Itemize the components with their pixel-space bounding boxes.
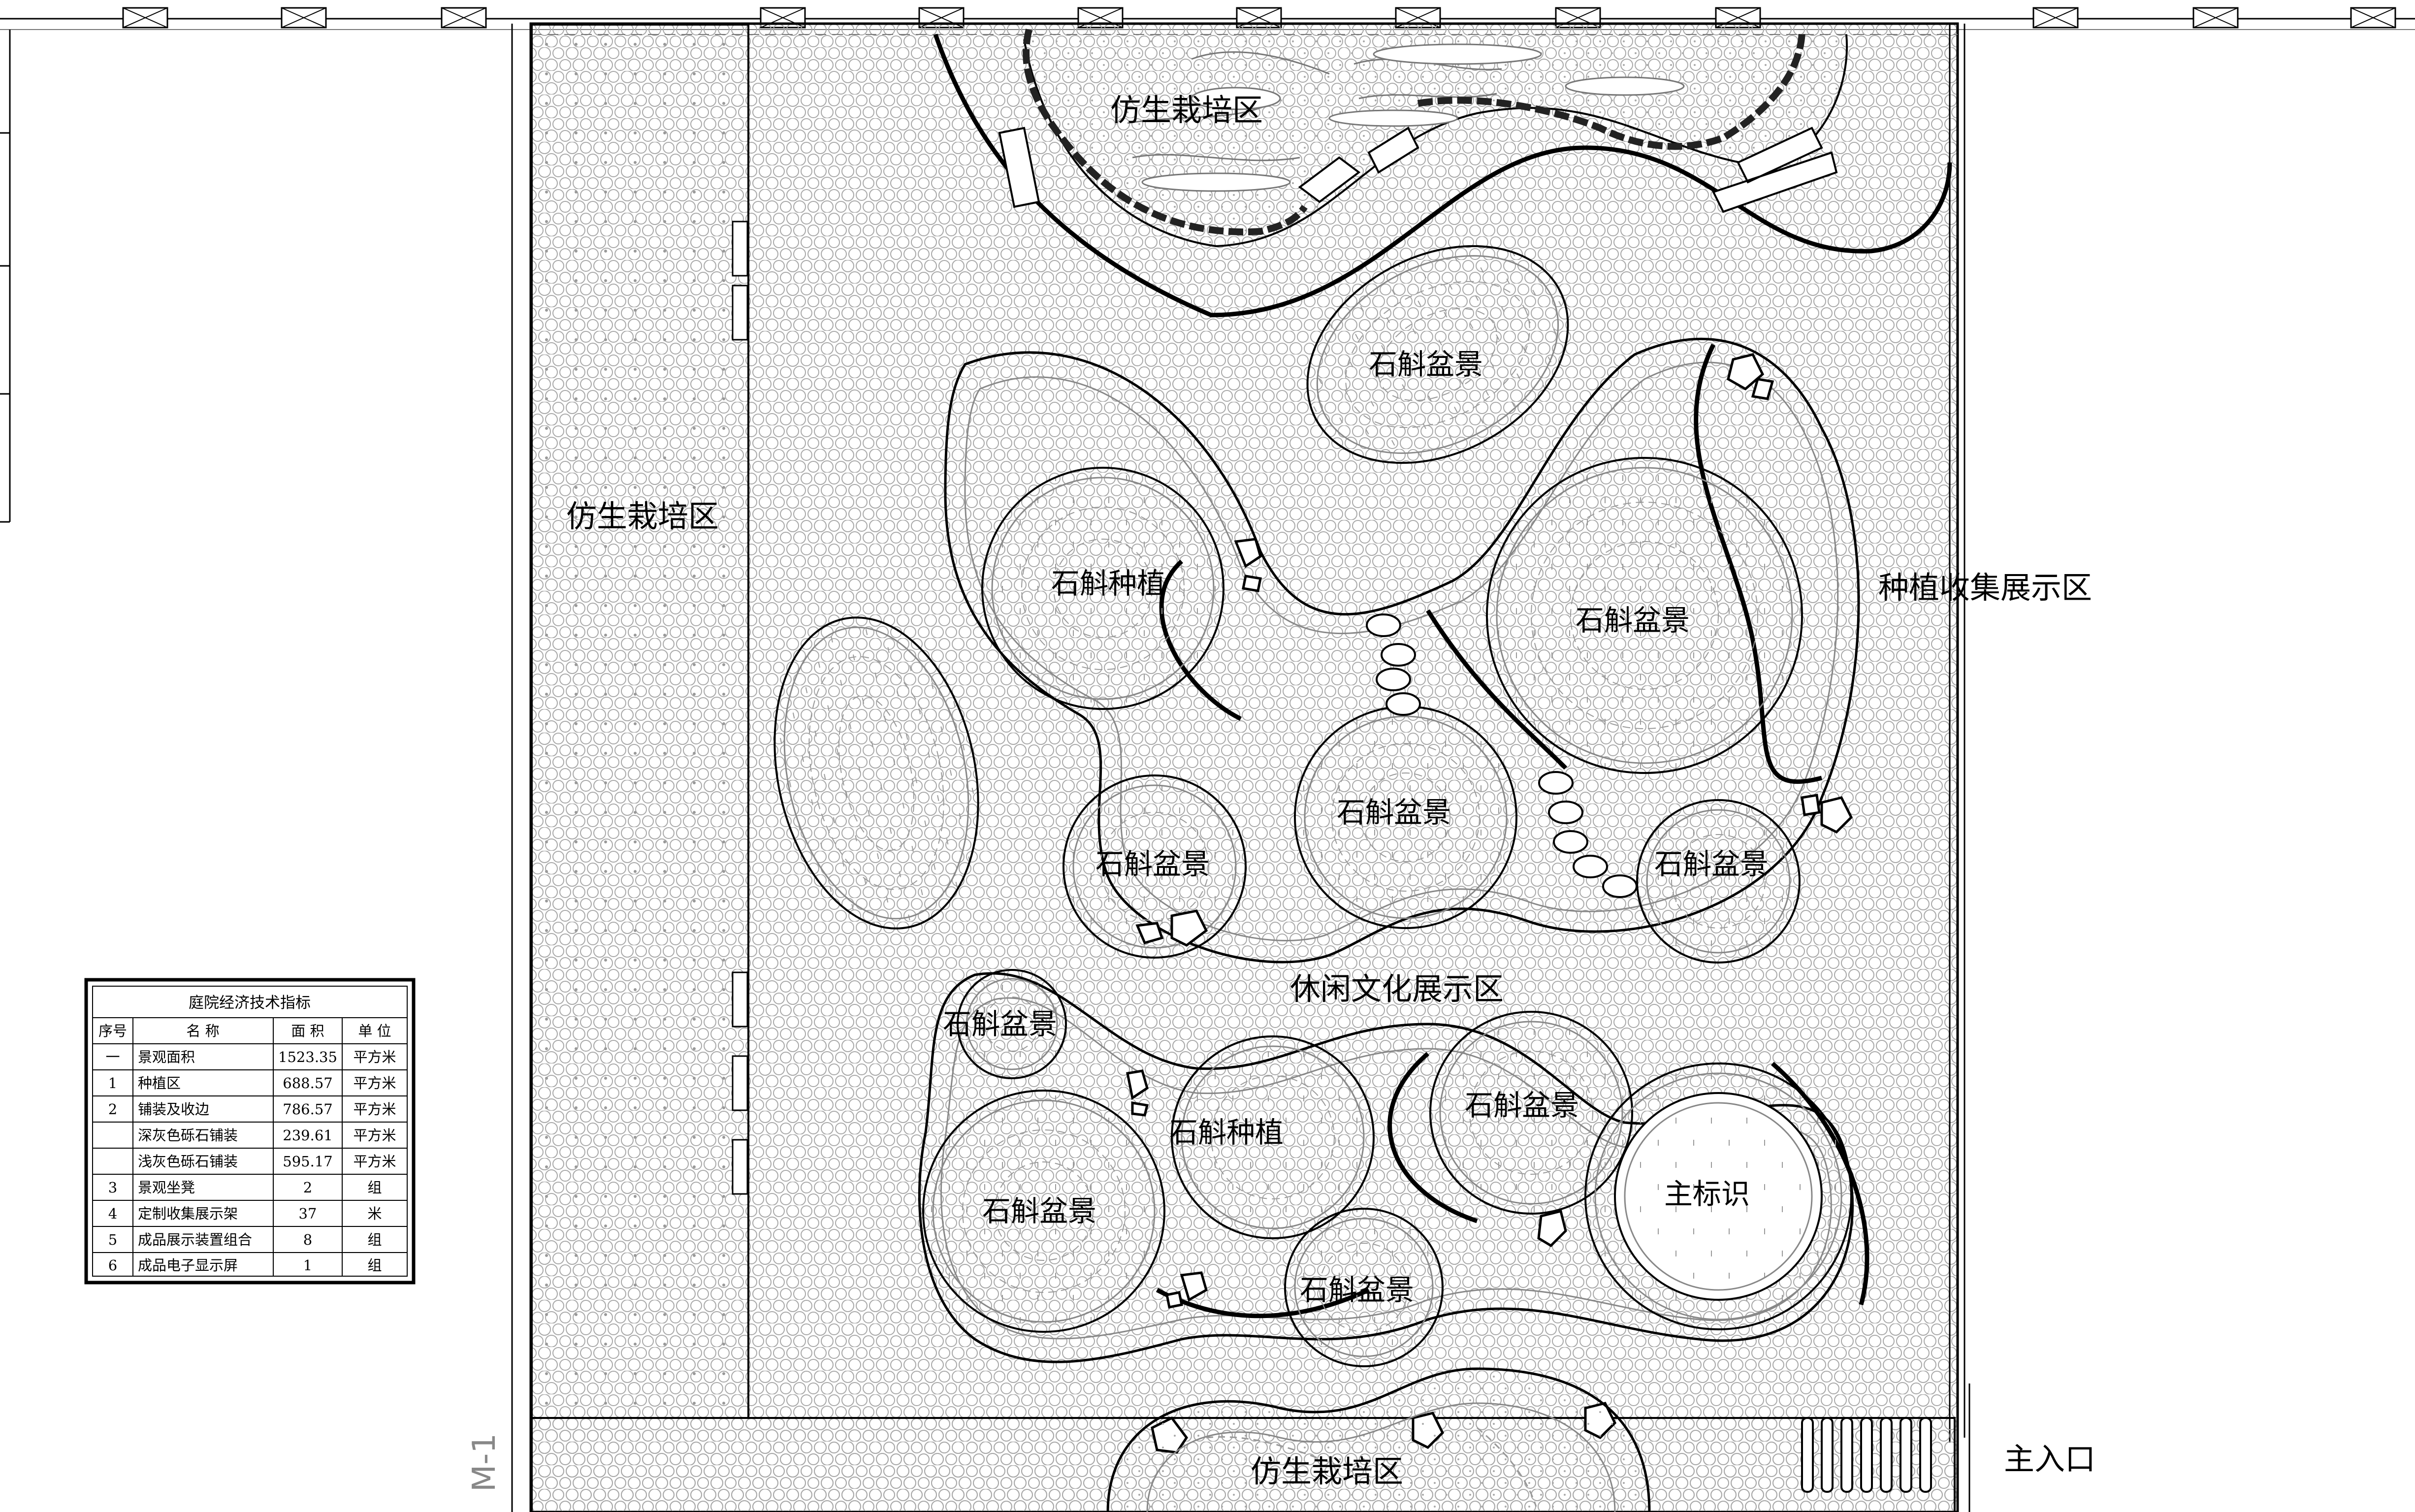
- table-header-no: 序号: [98, 1023, 127, 1039]
- table-row-6-no: 3: [108, 1179, 117, 1196]
- circle-bed-planting-2: [1171, 1035, 1375, 1239]
- table-row-8-no: 5: [108, 1231, 117, 1248]
- left-building-edge: [0, 30, 11, 523]
- indicator-table: 庭院经济技术指标 序号 名 称 面 积 单 位 一 景观面积 1523.35 平…: [84, 978, 416, 1285]
- table-row-4-area: 239.61: [283, 1127, 332, 1144]
- table-row-5-name: 浅灰色砾石铺装: [138, 1153, 238, 1170]
- bionic-strip-left: [531, 24, 749, 1419]
- label-bed-bonsai-upper: 石斛盆景: [1369, 348, 1483, 381]
- table-row-7-unit: 米: [367, 1205, 382, 1222]
- table-row-4-name: 深灰色砾石铺装: [138, 1127, 238, 1144]
- label-bionic-left: 仿生栽培区: [566, 498, 719, 534]
- table-row-3-unit: 平方米: [353, 1101, 396, 1118]
- table-row-2-no: 1: [108, 1075, 117, 1092]
- stepping-stones: [1366, 613, 1638, 898]
- circle-bed-bonsai-center: [1294, 706, 1517, 929]
- label-bed-bonsai-center: 石斛盆景: [1337, 796, 1451, 829]
- circle-bed-bonsai-large: [1486, 457, 1803, 774]
- bionic-bottom-area: [1106, 1367, 1651, 1512]
- table-row-1-no: 一: [105, 1049, 120, 1065]
- label-bed-bonsai-large: 石斛盆景: [1576, 604, 1690, 637]
- circle-bed-bonsai-lower-left: [922, 1090, 1165, 1333]
- circle-bed-bonsai-lower-right: [1429, 1011, 1633, 1215]
- oval-bed-upper: [1306, 245, 1569, 464]
- label-bed-bonsai-lower-left: 石斛盆景: [982, 1194, 1096, 1228]
- table-header-area: 面 积: [291, 1023, 324, 1039]
- table-row-9-no: 6: [108, 1257, 117, 1274]
- circle-bed-bonsai-right: [1636, 799, 1801, 964]
- bionic-top-area: [933, 29, 1952, 318]
- table-row-1-area: 1523.35: [278, 1049, 337, 1065]
- table-row-8-name: 成品展示装置组合: [138, 1231, 252, 1248]
- table-row-4-unit: 平方米: [353, 1127, 396, 1144]
- table-header-unit: 单 位: [358, 1023, 391, 1039]
- label-bed-main-sign: 主标识: [1664, 1177, 1750, 1211]
- table-row-7-no: 4: [108, 1205, 117, 1222]
- table-row-7-name: 定制收集展示架: [138, 1205, 238, 1222]
- circle-bed-bonsai-lower-center: [1284, 1208, 1444, 1367]
- table-row-7-area: 37: [299, 1205, 317, 1222]
- label-bed-planting-1: 石斛种植: [1051, 567, 1165, 600]
- entrance-gate: [1801, 1383, 1970, 1512]
- circle-bed-bonsai-tiny: [957, 969, 1067, 1079]
- table-header-name: 名 称: [186, 1023, 219, 1039]
- table-row-9-unit: 组: [367, 1257, 382, 1274]
- label-bed-planting-2: 石斛种植: [1169, 1116, 1284, 1149]
- label-bionic-bottom: 仿生栽培区: [1251, 1453, 1403, 1489]
- table-row-9-name: 成品电子显示屏: [138, 1257, 238, 1274]
- label-bed-bonsai-right: 石斛盆景: [1654, 847, 1769, 881]
- table-row-2-name: 种植区: [138, 1075, 181, 1092]
- label-bed-bonsai-tiny: 石斛盆景: [943, 1007, 1057, 1041]
- oval-bed-left: [773, 616, 979, 930]
- table-row-6-name: 景观坐凳: [138, 1179, 195, 1196]
- label-bed-bonsai-small-left: 石斛盆景: [1095, 847, 1210, 881]
- table-row-3-name: 铺装及收边: [138, 1101, 209, 1118]
- label-bed-bonsai-lower-right: 石斛盆景: [1465, 1089, 1579, 1122]
- table-row-8-area: 8: [303, 1231, 312, 1248]
- label-bed-bonsai-lower-center: 石斛盆景: [1300, 1273, 1414, 1307]
- table-row-9-area: 1: [303, 1257, 312, 1274]
- table-row-5-area: 595.17: [283, 1153, 332, 1170]
- table-row-1-unit: 平方米: [353, 1049, 396, 1065]
- drawing-mark-m1: M-1: [466, 1433, 503, 1492]
- table-row-3-area: 786.57: [283, 1101, 332, 1118]
- table-row-8-unit: 组: [367, 1231, 382, 1248]
- label-leisure-culture: 休闲文化展示区: [1290, 971, 1504, 1007]
- table-row-2-unit: 平方米: [353, 1075, 396, 1092]
- label-bionic-top: 仿生栽培区: [1110, 92, 1263, 128]
- circle-bed-main-sign: [1584, 1062, 1852, 1330]
- circle-bed-planting-1: [981, 467, 1224, 710]
- label-collection-display: 种植收集展示区: [1878, 570, 2092, 606]
- table-title: 庭院经济技术指标: [189, 994, 311, 1012]
- table-row-6-unit: 组: [367, 1179, 382, 1196]
- circle-bed-bonsai-small-left: [1063, 774, 1247, 959]
- table-row-5-unit: 平方米: [353, 1153, 396, 1170]
- table-row-1-name: 景观面积: [138, 1049, 195, 1065]
- strip-notches: [732, 221, 748, 1195]
- table-row-3-no: 2: [108, 1101, 117, 1118]
- table-row-6-area: 2: [303, 1179, 312, 1196]
- table-row-2-area: 688.57: [283, 1075, 332, 1092]
- label-main-entrance: 主入口: [2004, 1441, 2095, 1477]
